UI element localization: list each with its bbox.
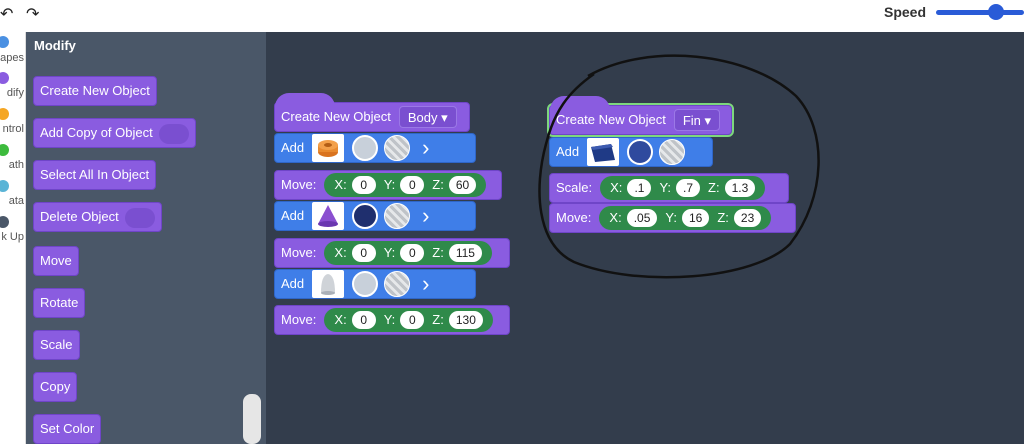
cylinder-shape-icon[interactable] — [312, 134, 345, 162]
color-swatch-2[interactable] — [352, 203, 379, 229]
palette-rotate-block[interactable]: Rotate — [33, 288, 86, 318]
math-dot-icon — [0, 144, 9, 156]
hand-drawn-circle-annotation — [538, 54, 820, 279]
color-swatch-1[interactable] — [352, 135, 379, 161]
add-shape-block-fin[interactable]: Add — [549, 137, 713, 167]
lookup-dot-icon — [0, 216, 9, 228]
hole-toggle-icon[interactable] — [659, 139, 686, 165]
add-shape-block-1[interactable]: Add › — [274, 133, 476, 163]
block-palette: Modify Create New Object Add Copy of Obj… — [26, 32, 266, 444]
redo-icon[interactable]: ↷ — [26, 6, 40, 23]
speed-slider-thumb[interactable] — [988, 4, 1004, 20]
move-block-3[interactable]: Move: X:0 Y:0 Z:130 — [274, 305, 510, 335]
palette-title: Modify — [34, 38, 76, 53]
move-y-input[interactable]: 0 — [400, 176, 425, 194]
scale-block-fin[interactable]: Scale: X:.1 Y:.7 Z:1.3 — [549, 173, 789, 203]
move-block-1[interactable]: Move: X:0 Y:0 Z:60 — [274, 170, 502, 200]
add-shape-block-3[interactable]: Add › — [274, 269, 476, 299]
move-z-input[interactable]: 115 — [448, 244, 482, 262]
cone-shape-icon[interactable] — [312, 202, 345, 230]
palette-select-all-block[interactable]: Select All In Object — [33, 160, 157, 190]
object-dropdown-body[interactable]: Body ▾ — [398, 106, 457, 128]
paraboloid-shape-icon[interactable] — [312, 270, 345, 298]
expand-chevron-icon[interactable]: › — [422, 271, 430, 296]
move-x-input[interactable]: .05 — [626, 209, 658, 227]
xyz-group: X:0 Y:0 Z:115 — [324, 241, 492, 265]
move-z-input[interactable]: 23 — [733, 209, 762, 227]
color-swatch-fin[interactable] — [627, 139, 654, 165]
move-y-input[interactable]: 16 — [681, 209, 710, 227]
data-dot-icon — [0, 180, 9, 192]
move-y-input[interactable]: 0 — [400, 311, 425, 329]
move-block-fin[interactable]: Move: X:.05 Y:16 Z:23 — [549, 203, 796, 233]
modify-dot-icon — [0, 72, 9, 84]
hole-toggle-icon[interactable] — [384, 271, 411, 297]
move-z-input[interactable]: 60 — [448, 176, 477, 194]
block-slot — [158, 123, 189, 144]
add-shape-block-2[interactable]: Add › — [274, 201, 476, 231]
control-dot-icon — [0, 108, 9, 120]
category-bar: apes dify ntrol ath ata k Up — [0, 32, 26, 444]
speed-slider-track[interactable] — [936, 10, 1024, 15]
palette-move-block[interactable]: Move — [33, 246, 79, 276]
scale-x-input[interactable]: .1 — [627, 179, 652, 197]
block-slot — [124, 207, 155, 228]
create-new-object-block-body[interactable]: Create New Object Body ▾ — [274, 93, 470, 132]
move-block-2[interactable]: Move: X:0 Y:0 Z:115 — [274, 238, 510, 268]
workspace[interactable]: Create New Object Body ▾ Add › Move: X:0… — [266, 32, 1024, 444]
expand-chevron-icon[interactable]: › — [422, 135, 430, 160]
fin-shape-icon[interactable] — [587, 138, 620, 166]
hole-toggle-icon[interactable] — [384, 203, 411, 229]
move-y-input[interactable]: 0 — [400, 244, 425, 262]
move-x-input[interactable]: 0 — [351, 244, 376, 262]
hole-toggle-icon[interactable] — [384, 135, 411, 161]
scale-z-input[interactable]: 1.3 — [724, 179, 756, 197]
create-new-object-block-fin[interactable]: Create New Object Fin ▾ — [547, 96, 734, 137]
undo-icon[interactable]: ↶ — [0, 6, 14, 23]
move-x-input[interactable]: 0 — [351, 311, 376, 329]
expand-chevron-icon[interactable]: › — [422, 203, 430, 228]
scale-y-input[interactable]: .7 — [676, 179, 701, 197]
palette-scale-block[interactable]: Scale — [33, 330, 80, 360]
object-dropdown-fin[interactable]: Fin ▾ — [673, 109, 721, 131]
xyz-group: X:.05 Y:16 Z:23 — [599, 206, 772, 230]
xyz-group: X:0 Y:0 Z:60 — [324, 173, 487, 197]
color-swatch-3[interactable] — [352, 271, 379, 297]
palette-create-new-object-block[interactable]: Create New Object — [33, 76, 157, 106]
top-bar: ↶ ↷ Speed — [0, 0, 1024, 32]
xyz-group: X:.1 Y:.7 Z:1.3 — [600, 176, 766, 200]
move-x-input[interactable]: 0 — [351, 176, 376, 194]
palette-add-copy-block[interactable]: Add Copy of Object — [33, 118, 196, 148]
palette-delete-object-block[interactable]: Delete Object — [33, 202, 162, 232]
xyz-group: X:0 Y:0 Z:130 — [324, 308, 493, 332]
palette-copy-block[interactable]: Copy — [33, 372, 78, 402]
palette-scrollbar[interactable] — [243, 394, 261, 444]
move-z-input[interactable]: 130 — [448, 311, 483, 329]
speed-label: Speed — [884, 4, 927, 20]
shapes-dot-icon — [0, 36, 9, 48]
palette-set-color-block[interactable]: Set Color — [33, 414, 102, 444]
